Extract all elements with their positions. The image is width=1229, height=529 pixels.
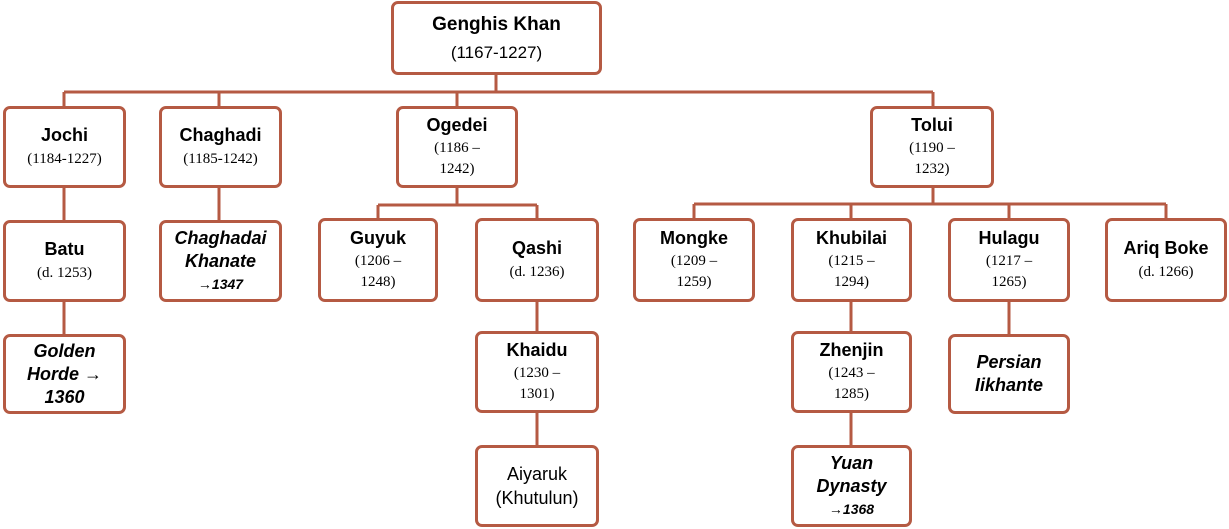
jochi-dates: (1184-1227): [27, 151, 102, 167]
node-khaidu: Khaidu (1230 – 1301): [475, 331, 599, 413]
node-khubilai: Khubilai (1215 – 1294): [791, 218, 912, 302]
batu-dates: (d. 1253): [37, 265, 92, 281]
genghis-dates: (1167-1227): [450, 42, 543, 62]
chaghadi-dates: (1185-1242): [183, 151, 258, 167]
qashi-name: Qashi: [511, 238, 563, 258]
golden-horde-line-2: Horde →: [26, 363, 102, 384]
node-batu: Batu (d. 1253): [3, 220, 126, 302]
jochi-name: Jochi: [40, 125, 88, 145]
node-mongke: Mongke (1209 – 1259): [633, 218, 755, 302]
hulagu-name: Hulagu: [978, 228, 1040, 248]
ogedei-dates-1: (1186 –: [434, 140, 480, 156]
golden-horde-line-3: 1360: [44, 386, 85, 407]
node-chaghadi: Chaghadi (1185-1242): [159, 106, 282, 188]
khubilai-name: Khubilai: [816, 228, 887, 248]
mongke-dates-2: 1259): [676, 274, 712, 290]
aiyaruk-line-1: Aiyaruk: [506, 464, 568, 484]
ariq-boke-dates: (d. 1266): [1138, 264, 1194, 280]
ogedei-dates-2: 1242): [439, 161, 475, 177]
aiyaruk-line-2: (Khutulun): [495, 488, 579, 508]
chaghadi-name: Chaghadi: [179, 125, 262, 145]
tolui-dates-1: (1190 –: [909, 140, 955, 156]
node-guyuk: Guyuk (1206 – 1248): [318, 218, 438, 302]
khubilai-dates-1: (1215 –: [828, 253, 875, 269]
persian-line-2: Iikhante: [974, 375, 1044, 395]
guyuk-dates-1: (1206 –: [354, 253, 402, 269]
node-ariq-boke: Ariq Boke (d. 1266): [1105, 218, 1227, 302]
zhenjin-dates-1: (1243 –: [828, 365, 875, 381]
tolui-dates-2: 1232): [914, 161, 950, 177]
genghis-name: Genghis Khan: [432, 13, 561, 35]
golden-horde-line-1: Golden: [33, 340, 96, 361]
hulagu-dates-1: (1217 –: [985, 253, 1033, 269]
mongke-dates-1: (1209 –: [670, 253, 718, 269]
node-hulagu: Hulagu (1217 – 1265): [948, 218, 1070, 302]
mongke-name: Mongke: [659, 228, 728, 248]
node-genghis-khan: Genghis Khan (1167-1227): [391, 1, 602, 75]
node-chaghadai-khanate: Chaghadai Khanate →1347: [159, 220, 282, 302]
zhenjin-dates-2: 1285): [834, 386, 869, 402]
node-ogedei: Ogedei (1186 – 1242): [396, 106, 518, 188]
yuan-line-3: →1368: [828, 500, 875, 517]
tolui-name: Tolui: [911, 115, 953, 135]
node-jochi: Jochi (1184-1227): [3, 106, 126, 188]
yuan-line-1: Yuan: [829, 452, 874, 473]
node-tolui: Tolui (1190 – 1232): [870, 106, 994, 188]
batu-name: Batu: [44, 239, 85, 259]
guyuk-dates-2: 1248): [360, 274, 396, 290]
chaghadai-khanate-line-3: →1347: [197, 275, 244, 292]
khaidu-name: Khaidu: [506, 340, 568, 360]
ogedei-name: Ogedei: [426, 115, 488, 135]
node-golden-horde: Golden Horde → 1360: [3, 334, 126, 414]
node-qashi: Qashi (d. 1236): [475, 218, 599, 302]
zhenjin-name: Zhenjin: [819, 340, 884, 360]
khaidu-dates-1: (1230 –: [513, 365, 561, 381]
node-persian-iikhante: Persian Iikhante: [948, 334, 1070, 414]
chaghadai-khanate-line-2: Khanate: [184, 250, 256, 271]
ariq-boke-name: Ariq Boke: [1123, 238, 1209, 258]
node-yuan-dynasty: Yuan Dynasty →1368: [791, 445, 912, 527]
persian-line-1: Persian: [976, 352, 1042, 372]
node-aiyaruk: Aiyaruk (Khutulun): [475, 445, 599, 527]
hulagu-dates-2: 1265): [991, 274, 1027, 290]
khubilai-dates-2: 1294): [834, 274, 869, 290]
qashi-dates: (d. 1236): [509, 264, 565, 280]
chaghadai-khanate-line-1: Chaghadai: [174, 227, 267, 248]
node-zhenjin: Zhenjin (1243 – 1285): [791, 331, 912, 413]
yuan-line-2: Dynasty: [816, 475, 887, 496]
khaidu-dates-2: 1301): [519, 386, 555, 402]
guyuk-name: Guyuk: [349, 228, 406, 248]
